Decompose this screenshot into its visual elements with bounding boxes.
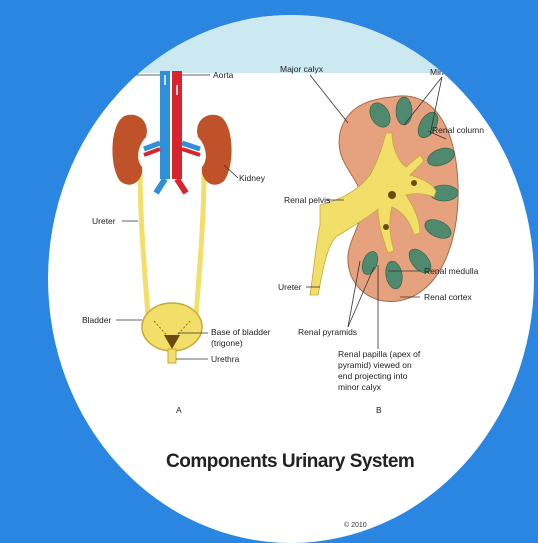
copyright-text: © 2010 xyxy=(344,521,367,529)
label-renal-column: Renal column xyxy=(432,125,484,135)
label-ureter: Ureter xyxy=(92,216,116,226)
urinary-system-diagram: cava Aorta Kidney Ureter Bladder Base of… xyxy=(48,15,534,543)
figure-b: Major calyx Minor ca Renal column Renal … xyxy=(278,64,484,415)
label-renal-medulla: Renal medulla xyxy=(424,266,479,276)
label-base-of-bladder: Base of bladder xyxy=(211,327,271,337)
panel-letter-b: B xyxy=(376,405,382,415)
label-renal-pyramids: Renal pyramids xyxy=(298,327,357,337)
label-vena-cava: cava xyxy=(108,70,126,80)
left-ureter xyxy=(140,170,148,315)
label-minor-calyx: Minor ca xyxy=(430,67,463,77)
label-trigone: (trigone) xyxy=(211,338,243,348)
label-ureter-b: Ureter xyxy=(278,282,302,292)
label-renal-cortex: Renal cortex xyxy=(424,292,472,302)
label-renal-papilla-3: end projecting into xyxy=(338,371,408,381)
diagram-title: Components Urinary System xyxy=(166,451,414,472)
urethra xyxy=(168,349,176,363)
panel-letter-a: A xyxy=(176,405,182,415)
label-urethra: Urethra xyxy=(211,354,240,364)
right-ureter xyxy=(196,170,204,315)
label-renal-pelvis: Renal pelvis xyxy=(284,195,330,205)
label-renal-papilla: Renal papilla (apex of xyxy=(338,349,421,359)
label-major-calyx: Major calyx xyxy=(280,64,324,74)
label-renal-papilla-4: minor calyx xyxy=(338,382,382,392)
circular-image-frame: cava Aorta Kidney Ureter Bladder Base of… xyxy=(48,15,534,543)
iliac-left xyxy=(156,179,165,193)
vena-cava xyxy=(160,71,170,179)
iliac-right xyxy=(177,179,186,193)
figure-a: cava Aorta Kidney Ureter Bladder Base of… xyxy=(82,70,271,415)
label-kidney: Kidney xyxy=(239,173,266,183)
label-renal-papilla-2: pyramid) viewed on xyxy=(338,360,412,370)
label-bladder: Bladder xyxy=(82,315,111,325)
label-aorta: Aorta xyxy=(213,70,234,80)
